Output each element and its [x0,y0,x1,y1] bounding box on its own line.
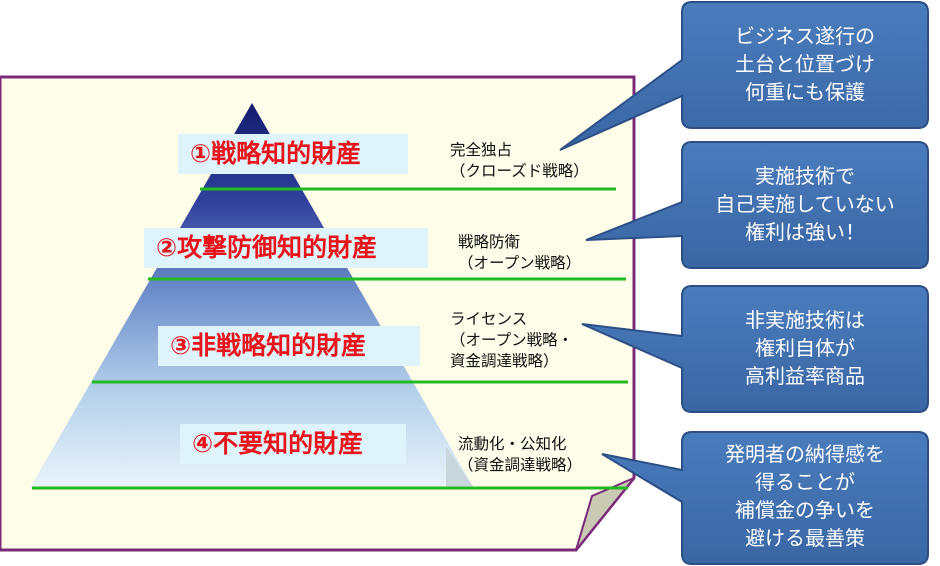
callout-text-2: 実施技術で 自己実施していない 権利は強い！ [682,162,928,246]
callout-bubble-2 [585,141,929,269]
tier-strategy-4: 流動化・公知化 （資金調達戦略） [458,434,582,476]
strategy-line: （資金調達戦略） [458,456,583,474]
strategy-line: 完全独占 [450,141,513,159]
tier-strategy-2: 戦略防衛 （オープン戦略） [458,232,581,274]
callout-text-4: 発明者の納得感を 得ることが 補償金の争いを 避ける最善策 [682,440,928,552]
callout-line: ビジネス遂行の [735,24,875,48]
strategy-line: （オープン戦略・ [450,331,574,349]
strategy-line: （クローズド戦略） [450,162,589,180]
strategy-line: （オープン戦略） [458,254,582,272]
callout-line: 自己実施していない [715,192,895,216]
callout-bubble-1 [559,1,929,151]
strategy-line: 流動化・公知化 [458,435,567,453]
callout-bubble-4 [601,431,929,565]
strategy-line: 戦略防衛 [458,233,521,251]
tier-label-2: ②攻撃防御知的財産 [144,228,428,268]
callout-line: 避ける最善策 [745,526,865,550]
tier-label-1: ①戦略知的財産 [178,134,408,174]
callout-bubble-3 [581,285,929,413]
callout-line: 補償金の争いを [735,498,875,522]
callout-line: 高利益率商品 [745,364,865,388]
strategy-line: 資金調達戦略） [450,352,559,370]
callout-line: 得ることが [755,470,855,494]
pyramid [30,103,474,488]
callout-line: 権利自体が [755,336,855,360]
callout-line: 何重にも保護 [745,80,865,104]
callout-line: 土台と位置づけ [735,52,875,76]
callout-line: 実施技術で [755,164,855,188]
callout-line: 非実施技術は [745,308,865,332]
tier-label-3: ③非戦略知的財産 [158,326,420,366]
tier-strategy-3: ライセンス （オープン戦略・ 資金調達戦略） [450,309,573,372]
tier-strategy-1: 完全独占 （クローズド戦略） [450,140,589,182]
callout-line: 権利は強い！ [745,220,865,244]
tier-label-4: ④不要知的財産 [180,424,406,464]
callout-text-3: 非実施技術は 権利自体が 高利益率商品 [682,306,928,390]
strategy-line: ライセンス [450,310,528,328]
callout-line: 発明者の納得感を [725,442,885,466]
pyramid-shadow [446,446,474,488]
callout-text-1: ビジネス遂行の 土台と位置づけ 何重にも保護 [682,22,928,106]
